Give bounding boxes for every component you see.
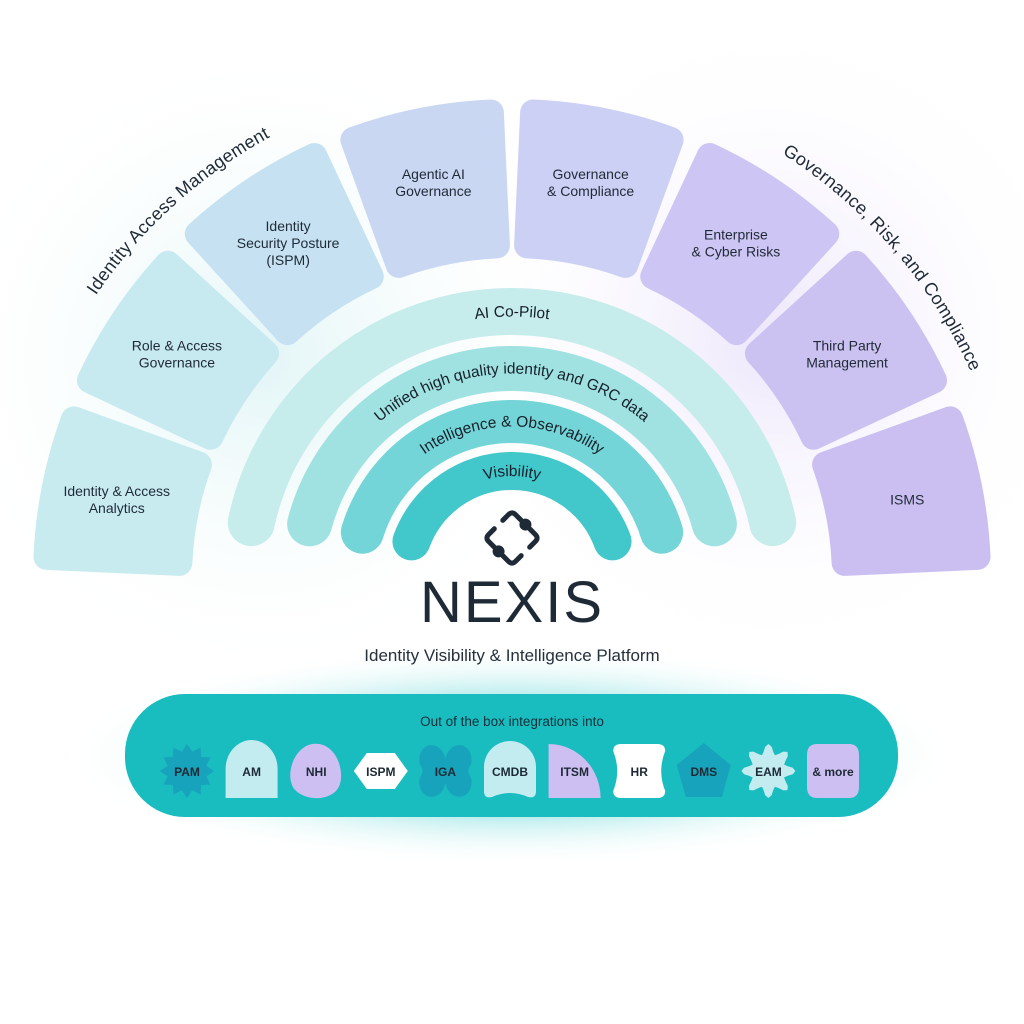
platform-layer: Visibility <box>392 452 632 561</box>
brand-name: NEXIS <box>420 570 604 635</box>
bump-badge-icon <box>484 741 536 798</box>
integration-label: EAM <box>755 765 782 779</box>
star-badge-icon <box>160 744 214 798</box>
capability-tile: Governance& Compliance <box>514 99 684 278</box>
integration-itsm: ITSM <box>548 744 601 798</box>
integration-label: ITSM <box>560 765 589 779</box>
tile-shape <box>184 143 384 346</box>
integration-hr: HR <box>613 744 666 798</box>
blob-badge-icon <box>290 743 342 799</box>
capability-tile: Enterprise& Cyber Risks <box>640 143 840 346</box>
integration-eam: EAM <box>741 744 796 798</box>
integration-am: AM <box>225 740 278 798</box>
layer-arc <box>392 452 632 561</box>
rounded-square-badge-icon <box>807 744 859 798</box>
integration-more: & more <box>807 744 859 798</box>
integration-label: AM <box>242 765 261 779</box>
tile-shape <box>744 250 947 450</box>
integration-label: ISPM <box>366 765 395 779</box>
arch-badge-icon <box>225 740 278 798</box>
integration-label: NHI <box>306 765 327 779</box>
integration-pam: PAM <box>160 744 214 798</box>
integration-cmdb: CMDB <box>484 741 536 798</box>
integration-nhi: NHI <box>290 743 342 799</box>
quatrefoil-badge-icon <box>419 745 472 797</box>
tile-shape <box>340 99 510 278</box>
brand-tagline: Identity Visibility & Intelligence Platf… <box>364 646 659 665</box>
quarter-badge-icon <box>548 744 601 798</box>
diamond-connector-icon <box>484 510 540 566</box>
pentagon-badge-icon <box>676 743 731 797</box>
integration-label: & more <box>812 765 854 779</box>
layer-label: AI Co-Pilot <box>474 304 552 324</box>
pinch-badge-icon <box>613 744 666 798</box>
flower-badge-icon <box>741 744 796 798</box>
tile-label: Governance& Compliance <box>547 166 634 199</box>
layer-arc <box>227 288 797 547</box>
integration-ispm: ISPM <box>353 753 408 789</box>
integration-label: DMS <box>690 765 717 779</box>
platform-layer: AI Co-Pilot <box>227 288 797 547</box>
integration-label: PAM <box>174 765 200 779</box>
tile-shape <box>77 250 280 450</box>
tile-label: ISMS <box>890 491 924 507</box>
capability-tile: ISMS <box>812 406 991 576</box>
integration-label: IGA <box>435 765 457 779</box>
tile-shape <box>514 99 684 278</box>
hexagon-badge-icon <box>353 753 408 789</box>
integration-label: HR <box>631 765 649 779</box>
tile-shape <box>812 406 991 576</box>
integrations-title: Out of the box integrations into <box>420 714 604 729</box>
integration-iga: IGA <box>419 745 472 797</box>
integration-dms: DMS <box>676 743 731 797</box>
tile-shape <box>33 406 212 576</box>
layer-arc <box>340 400 684 554</box>
layer-arc <box>287 346 737 547</box>
integrations-list: PAM AM NHI ISPM IGA CMDB ITSM HR DMS EAM & more <box>160 740 859 799</box>
tile-label: Enterprise& Cyber Risks <box>692 226 781 259</box>
tile-shape <box>640 143 840 346</box>
integration-label: CMDB <box>492 765 528 779</box>
